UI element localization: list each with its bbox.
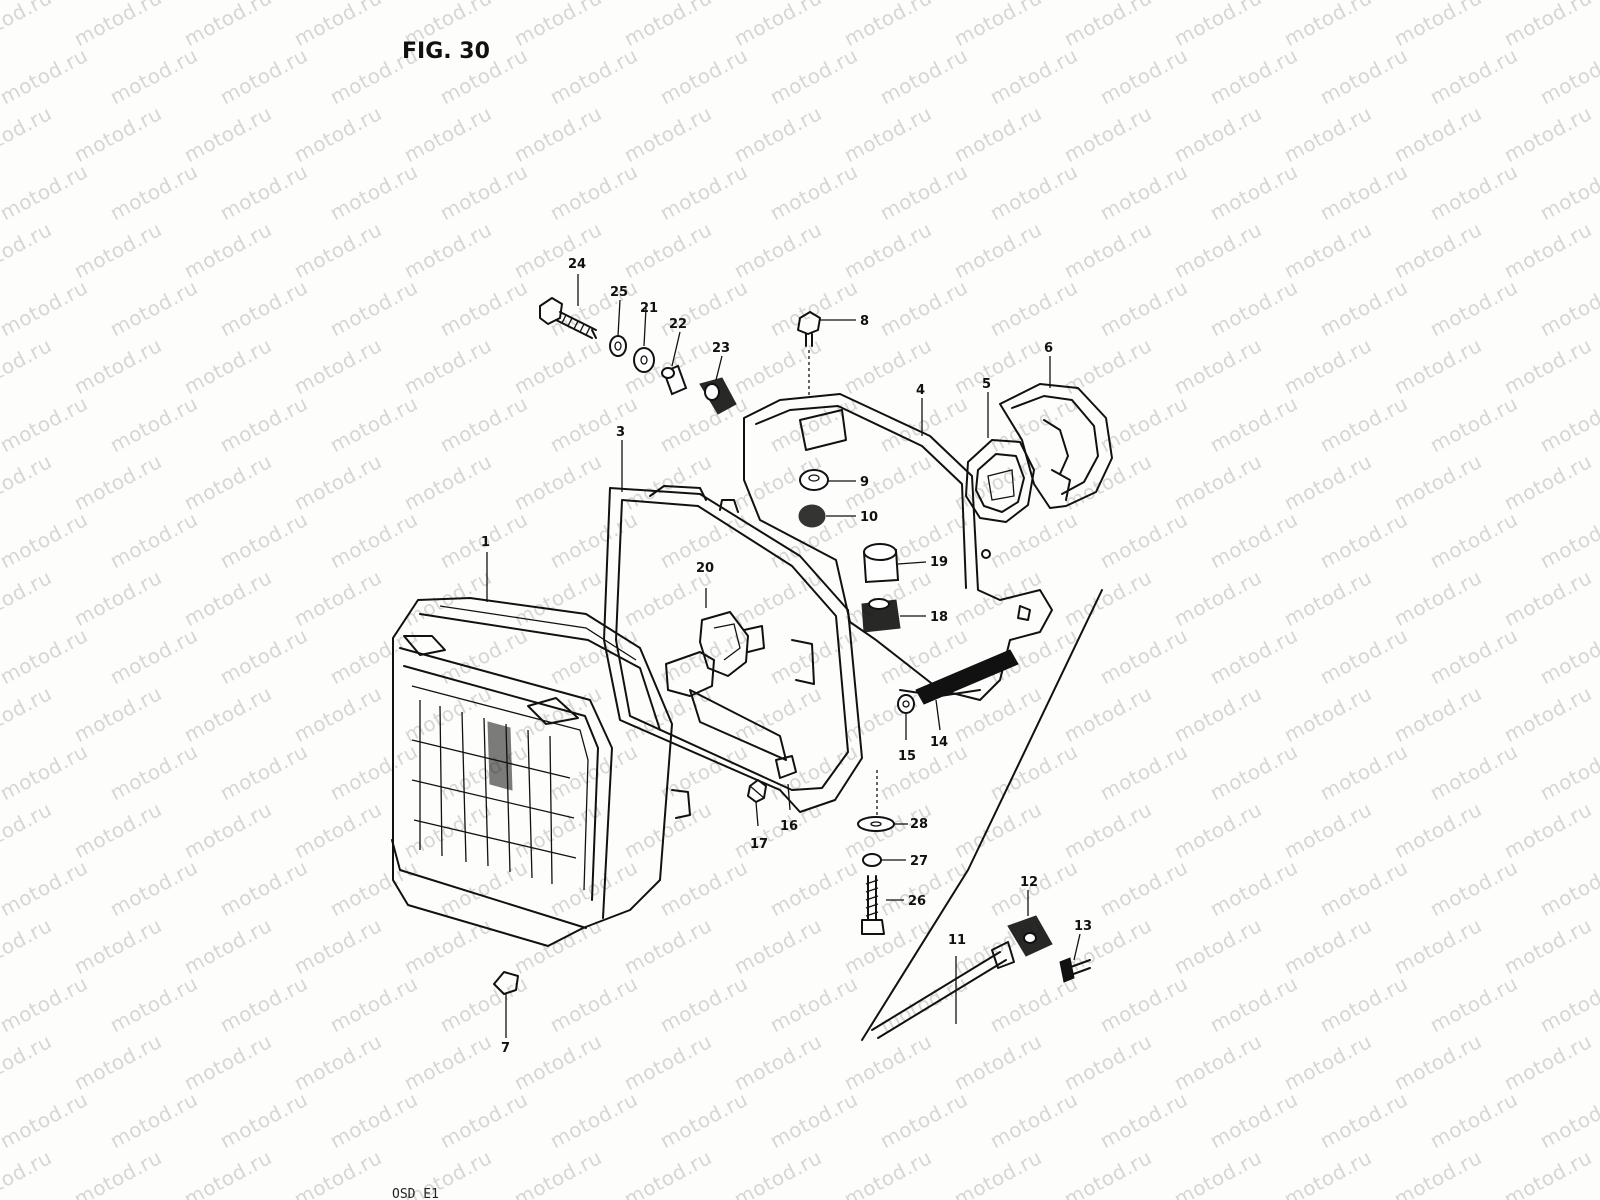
part-label-18: 18 [930,610,948,625]
part-label-8: 8 [860,314,869,329]
adjusting-screw-drawing [861,589,1103,1041]
bulb-drawing [665,611,765,697]
spring-washer-drawing [897,649,1019,714]
part-label-17: 17 [750,837,768,852]
part-label-16: 16 [780,819,798,834]
bracket-nut-drawing [747,779,767,803]
dust-cover-drawing [999,383,1113,509]
part-label-13: 13 [1074,919,1092,934]
part-label-23: 23 [712,341,730,356]
part-label-14: 14 [930,735,948,750]
upper-screw-grommet-drawing [797,311,829,528]
part-label-24: 24 [568,257,586,272]
figure-title: FIG. 30 [402,39,490,64]
part-label-22: 22 [669,317,687,332]
part-label-1: 1 [481,535,490,550]
part-label-3: 3 [616,425,625,440]
headlight-rim-drawing [603,485,863,813]
part-label-25: 25 [610,285,628,300]
part-label-7: 7 [501,1041,510,1056]
mount-bolt-stack-drawing [539,297,737,415]
socket-ring-drawing [965,439,1035,523]
part-label-11: 11 [948,933,966,948]
part-label-21: 21 [640,301,658,316]
part-label-27: 27 [910,854,928,869]
part-label-26: 26 [908,894,926,909]
part-label-10: 10 [860,510,878,525]
part-label-12: 12 [1020,875,1038,890]
part-label-20: 20 [696,561,714,576]
figure-code: OSD E1 [392,1187,439,1200]
headlight-housing-drawing [743,393,1053,701]
rim-screw-drawing [493,971,519,1020]
part-label-15: 15 [898,749,916,764]
rubber-mount-drawing [861,543,901,633]
part-label-6: 6 [1044,341,1053,356]
part-label-19: 19 [930,555,948,570]
part-label-28: 28 [910,817,928,832]
headlight-unit-drawing [391,597,691,947]
part-label-9: 9 [860,475,869,490]
leader-lines [486,274,1081,1038]
part-label-5: 5 [982,377,991,392]
part-label-4: 4 [916,383,925,398]
lower-bolt-stack-drawing [857,770,895,935]
